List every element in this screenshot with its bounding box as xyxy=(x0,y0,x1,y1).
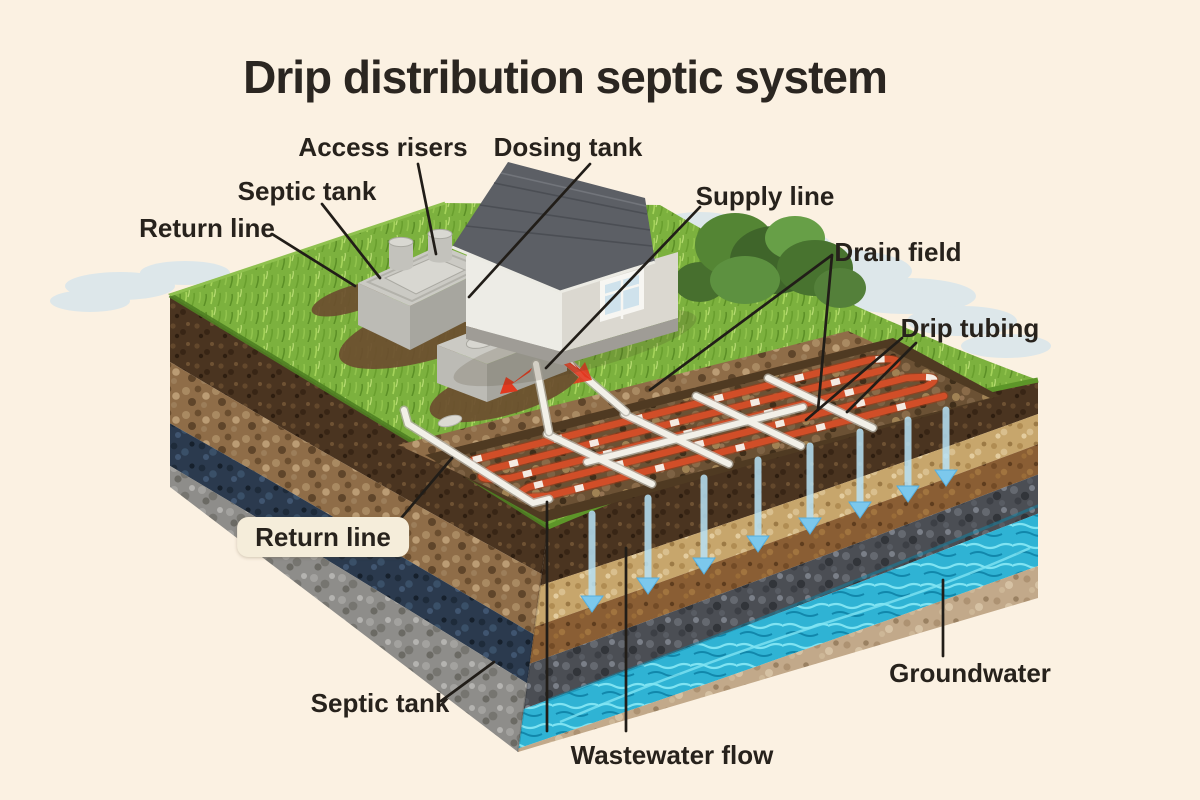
tree-foliage xyxy=(674,213,866,308)
block-corner-edge xyxy=(517,526,549,753)
leader-lines xyxy=(270,162,945,733)
roof-shingle-lines xyxy=(465,182,653,247)
down-arrow-icon xyxy=(934,406,958,487)
access-riser xyxy=(388,236,414,271)
leader-supply-line xyxy=(544,205,702,370)
down-arrow-icon xyxy=(746,456,770,553)
label-dosing-tank: Dosing tank xyxy=(493,132,643,162)
leader-septic-tank-lower xyxy=(439,660,496,703)
leader-return-line-lower xyxy=(395,456,454,525)
label-septic-tank-lower: Septic tank xyxy=(310,688,450,718)
house-foundation xyxy=(466,318,678,365)
leader-return-line xyxy=(270,232,357,288)
diagram-title: Drip distribution septic system xyxy=(243,51,888,103)
access-lid-oval xyxy=(437,414,463,428)
label-septic-tank: Septic tank xyxy=(237,176,377,206)
down-arrow-icon xyxy=(798,442,822,535)
leader-drain-field xyxy=(648,253,834,412)
down-arrow-icon xyxy=(692,474,716,575)
label-return-line: Return line xyxy=(139,213,275,243)
down-arrow-icon xyxy=(636,494,660,595)
label-drip-tubing: Drip tubing xyxy=(900,313,1040,343)
house-window xyxy=(600,268,644,322)
leader-septic-tank xyxy=(320,202,382,280)
leader-drip-tubing xyxy=(804,336,918,422)
label-groundwater: Groundwater xyxy=(889,658,1051,688)
down-arrow-icon xyxy=(848,428,872,519)
roof-fascia xyxy=(451,245,656,294)
down-arrow-icon xyxy=(896,416,920,503)
label-wastewater-flow: Wastewater flow xyxy=(570,740,774,770)
leader-wastewater-flow xyxy=(545,500,628,733)
label-return-line-lower: Return line xyxy=(237,517,409,557)
down-arrow-icon xyxy=(580,510,604,613)
leader-dosing-tank xyxy=(467,162,592,299)
label-access-risers: Access risers xyxy=(298,132,468,162)
leader-access-risers xyxy=(416,162,438,256)
label-supply-line: Supply line xyxy=(695,181,835,211)
grass-edge-back xyxy=(169,201,446,297)
label-drain-field: Drain field xyxy=(834,237,962,267)
percolation-arrows xyxy=(580,406,958,613)
